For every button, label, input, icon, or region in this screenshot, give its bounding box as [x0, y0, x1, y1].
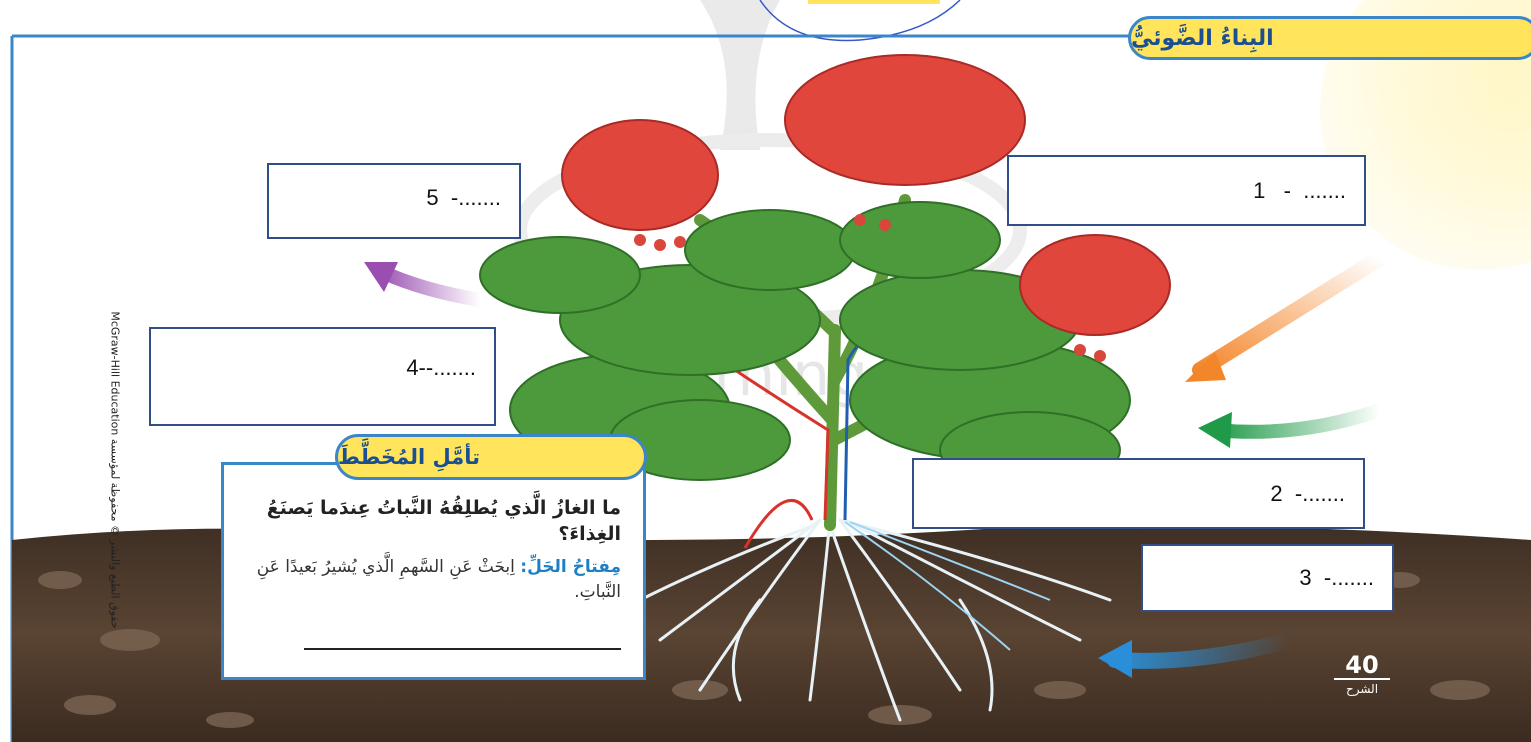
label-box-5[interactable]: 5 -.......: [267, 163, 521, 239]
arrow-oxygen-purple: [364, 262, 480, 300]
label-box-2[interactable]: 2 -.......: [912, 458, 1365, 529]
arrow-carbon-dioxide-green: [1198, 410, 1380, 448]
label-box-1[interactable]: 1 - .......: [1007, 155, 1366, 226]
top-yellow-note: [808, 0, 940, 4]
side-copyright-text: McGraw-Hill Education حقوق الطبع والنشر …: [109, 311, 122, 628]
diagram-box-title: تأمَّلِ المُخَطَّطَ: [338, 445, 480, 469]
diagram-box-title-tab: تأمَّلِ المُخَطَّطَ: [335, 434, 647, 480]
question-text: ما الغازُ الَّذي يُطلِقُهُ النَّباتُ عِن…: [242, 495, 621, 547]
section-title: البِناءُ الضَّوئيُّ: [1131, 26, 1274, 51]
label-box-3-text: 3 -.......: [1299, 565, 1374, 591]
label-box-5-text: 5 -.......: [426, 185, 501, 211]
answer-line[interactable]: [304, 648, 621, 650]
label-box-2-text: 2 -.......: [1270, 481, 1345, 507]
page-number: 40: [1334, 652, 1390, 680]
hint: مِفتاحُ الحَلِّ: اِبحَثْ عَنِ السَّهمِ ا…: [242, 555, 621, 605]
section-title-tab: البِناءُ الضَّوئيُّ: [1128, 16, 1531, 60]
hand-drawn-circle: [760, 0, 960, 41]
label-box-3[interactable]: 3 -.......: [1141, 544, 1394, 612]
side-copyright: McGraw-Hill Education حقوق الطبع والنشر …: [103, 310, 127, 630]
hint-label: مِفتاحُ الحَلِّ:: [520, 557, 621, 577]
page-number-block: 40 الشرح: [1334, 652, 1390, 696]
arrow-sunlight-orange: [1185, 258, 1380, 382]
diagram-question-box: ما الغازُ الَّذي يُطلِقُهُ النَّباتُ عِن…: [221, 462, 646, 680]
label-box-1-text: 1 - .......: [1253, 178, 1346, 204]
label-box-4-text: 4--.......: [406, 355, 476, 381]
label-box-4[interactable]: 4--.......: [149, 327, 496, 426]
page-caption: الشرح: [1334, 682, 1390, 696]
